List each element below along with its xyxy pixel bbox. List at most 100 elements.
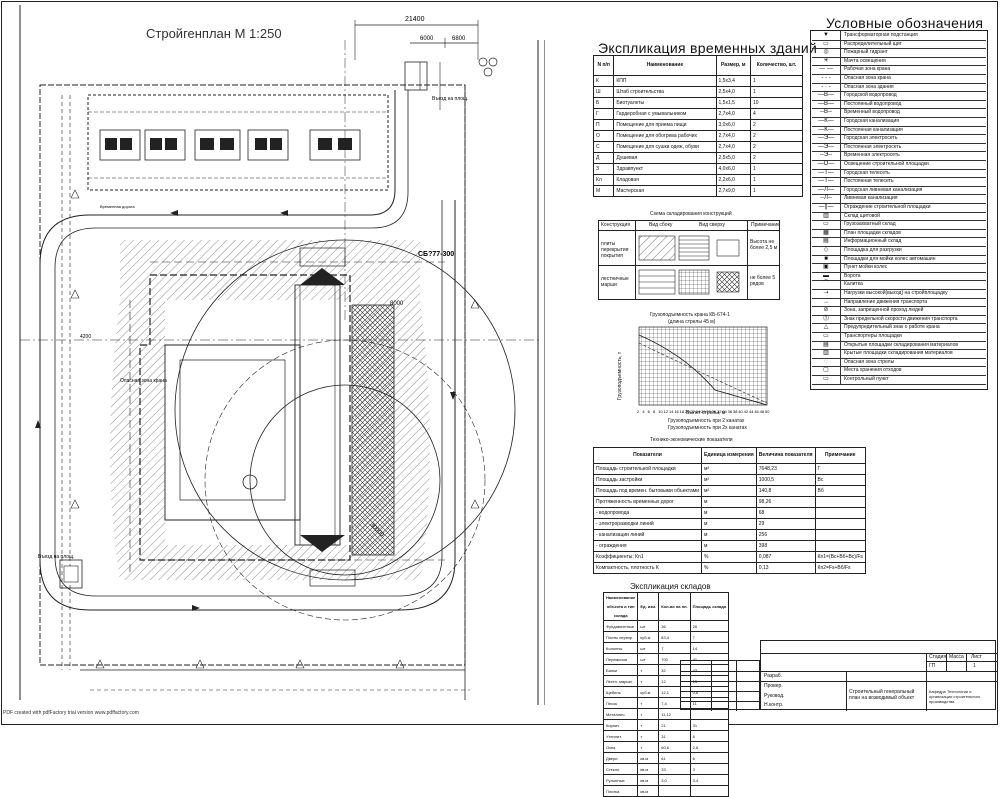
x-tick-label: 50 <box>765 409 770 414</box>
table-cell: Кирпич <box>602 719 639 731</box>
temporary-road <box>39 90 456 611</box>
legend-label: Пункт мойки колес <box>844 264 888 271</box>
legend-symbol-icon: ▢ <box>812 366 841 375</box>
table-cell: Площадь под времен. бытовыми объектами <box>592 485 703 497</box>
table-cell: 3,0х6,0 <box>715 119 751 131</box>
legend-symbol-icon: —В— <box>812 99 841 109</box>
sheet: 1 <box>973 663 976 669</box>
legend-label: Знак предельной скорости движения трансп… <box>844 315 958 322</box>
legend-item: ▤Информационный склад <box>812 237 986 247</box>
legend-symbol-icon: —Т— <box>812 168 841 178</box>
table-cell: 7 <box>658 642 691 654</box>
table-cell: кв.м <box>637 774 660 786</box>
legend-item: ◌Опасная зона стрелы <box>812 357 986 368</box>
table-cell: 98,26 <box>755 496 816 508</box>
table-cell: Кn2=Fs+Вб/Fs <box>814 562 866 574</box>
table-cell: м <box>701 496 757 508</box>
table-cell: % <box>701 551 757 563</box>
legend-box <box>810 30 988 390</box>
legend-item: —К—Постоянная канализация <box>812 125 986 136</box>
table-cell <box>814 529 866 541</box>
legend-item: ⌒Калитка <box>812 280 986 290</box>
table-cell: 31 <box>689 719 730 731</box>
table-cell: т <box>637 708 660 720</box>
building-outline <box>139 274 351 561</box>
table-cell: м² <box>701 485 757 497</box>
table-cell: Балки <box>602 664 639 676</box>
table-cell: м <box>701 540 757 552</box>
table-cell: Помещение для сушки одеж, обуви <box>613 141 717 153</box>
table-cell: % <box>701 562 757 574</box>
dim-side: 8000 <box>390 301 404 307</box>
site-plan: Стройгенплан М 1:250 21400 6000 6800 СБ?… <box>19 5 545 705</box>
table-cell: З <box>592 163 615 175</box>
legend-item: —Т—Постоянная телесеть <box>812 177 986 187</box>
x-tick-label: 38 <box>733 409 738 414</box>
x-tick-label: 40 <box>738 409 743 414</box>
x-tick-label: 2 <box>637 409 640 414</box>
legend-symbol-icon: — — <box>812 65 841 74</box>
legend-item: —К—Городская канализация <box>812 117 986 127</box>
legend-label: Городская ливневая канализация <box>844 186 923 193</box>
table-cell: Окна <box>602 741 639 753</box>
legend-item: ▥Склад щитовой <box>812 211 986 222</box>
legend-symbol-icon: —В— <box>812 91 841 100</box>
table-cell: Вб <box>814 485 866 497</box>
table-cell: Здравпункт <box>613 163 717 175</box>
table-cell <box>689 708 730 720</box>
legend-symbol-icon: —О— <box>812 160 841 169</box>
table-cell: Кn1=(Вс+Вб+Вс)/Fs <box>814 551 866 563</box>
x-tick-label: 16 <box>674 409 679 414</box>
table-cell: Щебень <box>602 686 639 698</box>
legend-item: ▣Пункт мойки колес <box>812 263 986 273</box>
table-cell: 21 <box>658 719 691 731</box>
x-tick-label: 22 <box>690 409 695 414</box>
legend-symbol-icon: ⇢ <box>812 289 841 298</box>
table-cell: т <box>637 675 660 687</box>
table-cell: 2,7х4,0 <box>715 108 751 120</box>
legend-symbol-icon: ▭ <box>812 375 841 384</box>
crane-chart-subtitle: (длина стрелы 45 м) <box>668 319 716 325</box>
x-tick-label: 42 <box>744 409 749 414</box>
legend-item: ▤Открытые площадки складирования материа… <box>812 340 986 351</box>
table-cell: шт <box>637 642 660 654</box>
crane-legend-1: Грузоподъемность при 2 канатах <box>668 418 745 424</box>
table-cell: 7648,23 <box>755 463 816 475</box>
stamp-org: Кафедра Технологии и организации строите… <box>929 689 981 704</box>
table-cell: 11,12 <box>658 708 691 720</box>
legend-item: —В—Городской водопровод <box>812 91 986 101</box>
table-cell: 2 <box>749 152 804 164</box>
x-tick-label: 14 <box>669 409 674 414</box>
table-cell: 1,5х3,4 <box>715 75 751 87</box>
table-cell: м <box>701 529 757 541</box>
legend-symbol-icon: ▦ <box>812 228 841 238</box>
legend-item: —∥—Ограждение строительной площадки <box>812 203 986 213</box>
x-tick-label: 26 <box>701 409 706 414</box>
table-cell: Фундаментные <box>602 620 639 632</box>
table-cell: 31 <box>658 730 691 742</box>
table-cell: м <box>701 507 757 519</box>
table-cell: К <box>592 75 615 87</box>
legend-label: Контрольный пункт <box>844 376 889 382</box>
table-cell: 26 <box>689 620 730 632</box>
x-tick-label: 32 <box>717 409 722 414</box>
gate-label-bottom: Въезд на площ. <box>38 554 75 560</box>
